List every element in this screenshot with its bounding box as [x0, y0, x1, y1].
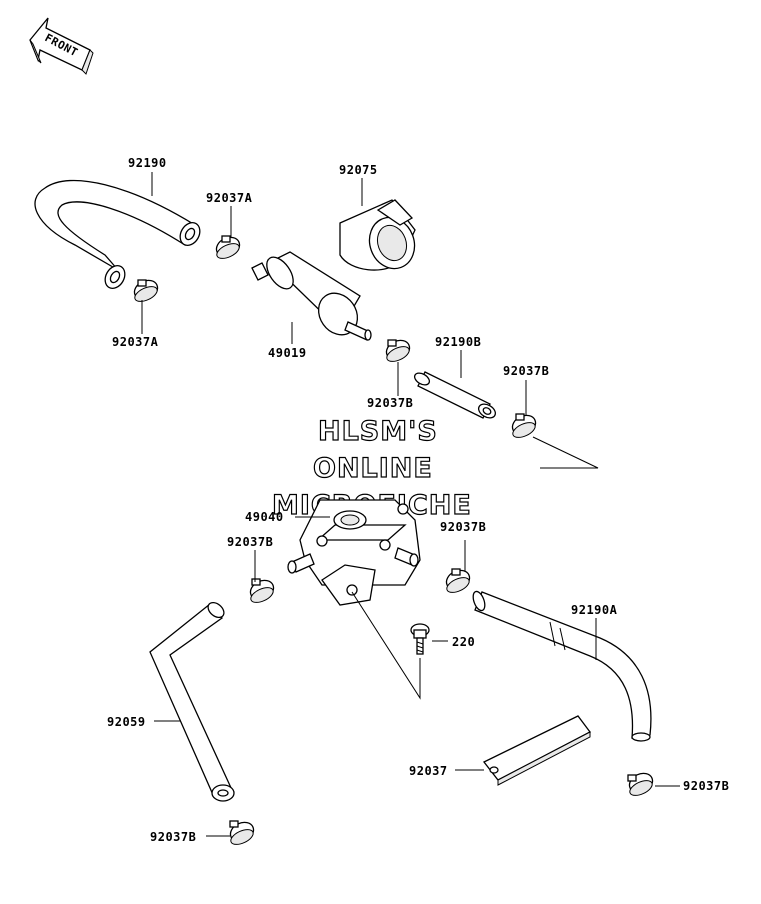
clamp-92037A-left-part: [133, 279, 159, 302]
fuel-filter-49019-part: [251, 251, 372, 341]
hose-92190B-part: [413, 371, 497, 419]
clamp-92037B-bottom-right-part: [627, 772, 654, 796]
band-92037-part: [482, 715, 591, 786]
label-92037B-mid: 92037B: [367, 396, 413, 410]
label-92190B: 92190B: [435, 335, 481, 349]
label-92037A-left: 92037A: [112, 335, 159, 349]
label-49019: 49019: [268, 346, 307, 360]
label-49040: 49040: [245, 510, 284, 524]
clamp-92037A-top-part: [215, 235, 241, 259]
label-92190A: 92190A: [571, 603, 618, 617]
front-arrow-icon: FRONT: [29, 17, 94, 75]
holder-92075-part: [339, 199, 416, 271]
clamp-92037B-bottom-left-part: [229, 820, 255, 845]
label-92037B-bottom-right: 92037B: [683, 779, 729, 793]
hose-92059-part: [149, 601, 235, 802]
label-92075: 92075: [339, 163, 378, 177]
label-92037B-left: 92037B: [227, 535, 273, 549]
clamp-92037B-left-part: [249, 578, 275, 603]
label-92037B-bottom-left: 92037B: [150, 830, 196, 844]
hose-92190A-part: [472, 590, 652, 742]
label-92190: 92190: [128, 156, 167, 170]
clamp-92037B-pump-right-part: [445, 568, 471, 593]
label-92037A-top: 92037A: [206, 191, 253, 205]
hose-92190-part: [34, 179, 201, 289]
leader-lines: [141, 172, 680, 837]
label-220: 220: [452, 635, 475, 649]
watermark-line2: ONLINE: [313, 453, 433, 484]
fuel-pump-49040-part: [287, 499, 421, 606]
clamp-92037B-right-top-part: [511, 413, 537, 438]
watermark-line1: HLSM'S: [318, 416, 438, 447]
label-92037: 92037: [409, 764, 448, 778]
label-92037B-right-top: 92037B: [503, 364, 549, 378]
screw-220-part: [410, 623, 430, 655]
label-92037B-pump-right: 92037B: [440, 520, 486, 534]
label-92059: 92059: [107, 715, 146, 729]
clamp-92037B-mid-part: [385, 339, 411, 362]
